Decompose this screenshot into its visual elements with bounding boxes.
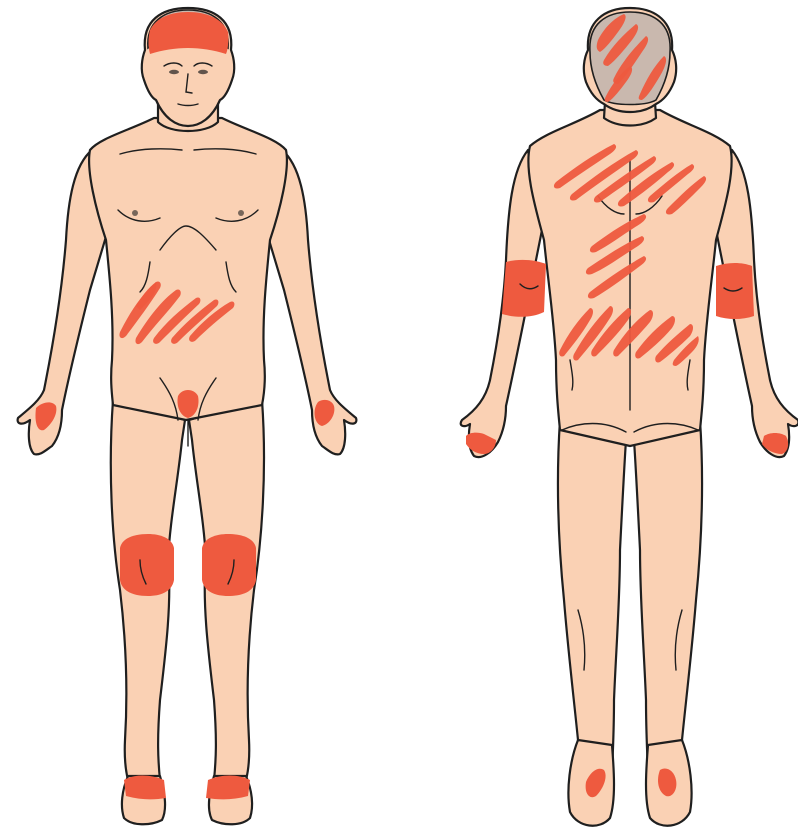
lesion-left-elbow — [502, 260, 546, 317]
lesion-left-knee — [120, 534, 174, 596]
lesion-right-ankle — [206, 776, 250, 800]
back-right-leg — [634, 420, 702, 784]
back-figure — [461, 8, 798, 826]
front-torso — [89, 118, 287, 420]
front-figure — [18, 8, 357, 824]
lesion-left-ankle — [124, 776, 166, 800]
lesion-right-knee — [202, 534, 256, 596]
back-left-leg — [558, 420, 626, 784]
